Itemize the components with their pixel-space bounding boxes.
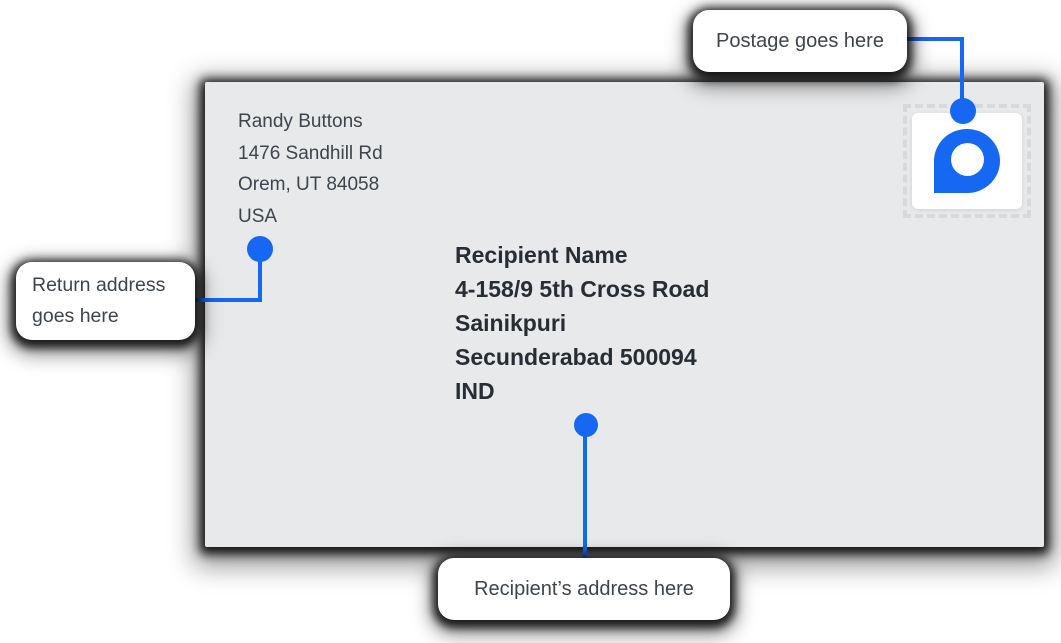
- return-address-line: Orem, UT 84058: [238, 174, 380, 195]
- recipient-address-line: Secunderabad 500094: [455, 344, 697, 370]
- recipient-address-line: IND: [455, 378, 495, 404]
- recipient-address-line: Sainikpuri: [455, 310, 567, 336]
- postage-callout: Postage goes here: [693, 10, 907, 72]
- recipient-address-line: 4-158/9 5th Cross Road: [455, 276, 710, 302]
- return-address-callout: Return address goes here: [16, 262, 195, 340]
- postage-stamp: [903, 104, 1031, 218]
- recipient-address-line: Recipient Name: [455, 242, 628, 268]
- return-address-callout-label: Return address goes here: [32, 274, 166, 327]
- return-address-line: Randy Buttons: [238, 111, 363, 132]
- return-address-block: Randy Buttons 1476 Sandhill Rd Orem, UT …: [238, 106, 383, 232]
- envelope: Randy Buttons 1476 Sandhill Rd Orem, UT …: [205, 82, 1044, 547]
- postage-callout-label: Postage goes here: [716, 29, 884, 52]
- return-address-line: 1476 Sandhill Rd: [238, 142, 383, 164]
- recipient-address-block: Recipient Name 4-158/9 5th Cross Road Sa…: [455, 238, 709, 408]
- return-address-line: USA: [238, 205, 278, 227]
- recipient-address-callout: Recipient’s address here: [438, 558, 730, 620]
- postage-stamp-face: [912, 113, 1022, 209]
- recipient-address-callout-label: Recipient’s address here: [474, 577, 694, 600]
- drop-logo-icon: [934, 129, 1000, 193]
